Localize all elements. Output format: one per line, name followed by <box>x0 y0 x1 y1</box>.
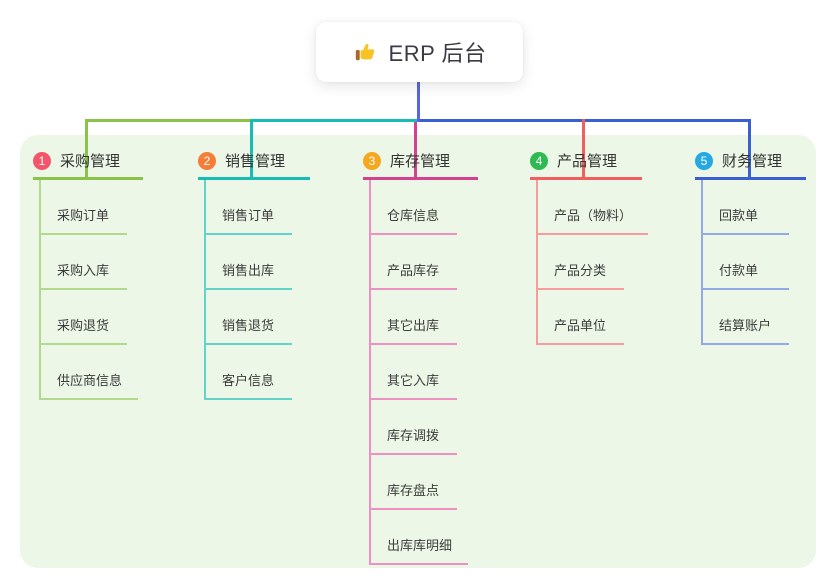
connector-bus-segment <box>250 119 417 122</box>
branch-label: 库存管理 <box>390 153 451 170</box>
branch-index-badge: 2 <box>198 151 216 170</box>
connector-branch-drop <box>85 119 88 180</box>
spine-line <box>39 180 41 400</box>
branch-child-label: 销售退货 <box>222 318 275 333</box>
branch-child-label: 产品单位 <box>554 318 607 333</box>
branch-child-node[interactable]: 结算账户 <box>701 290 789 345</box>
branch-child-node[interactable]: 付款单 <box>701 235 789 290</box>
branch-child-label: 供应商信息 <box>57 373 123 388</box>
branch-label: 产品管理 <box>557 153 618 170</box>
branch-header[interactable]: 1 采购管理 <box>33 150 143 180</box>
branch-child-node[interactable]: 销售出库 <box>204 235 292 290</box>
spine-line <box>536 180 538 345</box>
branch-child-node[interactable]: 采购订单 <box>39 180 127 235</box>
branch-child-node[interactable]: 产品分类 <box>536 235 624 290</box>
branch-child-node[interactable]: 回款单 <box>701 180 789 235</box>
branch-children: 销售订单销售出库销售退货客户信息 <box>204 180 310 400</box>
branch-child-label: 其它入库 <box>387 373 440 388</box>
branch-child-node[interactable]: 出库库明细 <box>369 510 469 565</box>
branch-item: 2 销售管理销售订单销售出库销售退货客户信息 <box>198 150 310 400</box>
branch-item: 5 财务管理回款单付款单结算账户 <box>695 150 806 345</box>
branch-child-label: 产品库存 <box>387 263 440 278</box>
connector-root-drop <box>417 82 420 122</box>
thumbs-up-icon <box>353 39 379 65</box>
branch-index-badge: 4 <box>530 151 548 170</box>
branch-child-node[interactable]: 其它出库 <box>369 290 457 345</box>
branch-child-node[interactable]: 销售退货 <box>204 290 292 345</box>
branch-index-badge: 3 <box>363 151 381 170</box>
connector-branch-drop <box>582 119 585 180</box>
branch-child-node[interactable]: 产品单位 <box>536 290 624 345</box>
branch-children: 产品（物料） 产品分类产品单位 <box>536 180 649 345</box>
spine-line <box>701 180 703 345</box>
branch-child-label: 其它出库 <box>387 318 440 333</box>
branch-header[interactable]: 4 产品管理 <box>530 150 642 180</box>
branch-index-badge: 1 <box>33 151 51 170</box>
connector-bus-segment <box>85 119 253 122</box>
branch-child-node[interactable]: 采购入库 <box>39 235 127 290</box>
branch-child-label: 产品（物料） <box>554 208 633 223</box>
branch-label: 采购管理 <box>60 153 121 170</box>
branch-child-label: 采购入库 <box>57 263 110 278</box>
branch-child-node[interactable]: 客户信息 <box>204 345 292 400</box>
branch-child-label: 销售订单 <box>222 208 275 223</box>
branch-header[interactable]: 3 库存管理 <box>363 150 478 180</box>
branch-child-label: 结算账户 <box>719 318 772 333</box>
branch-children: 采购订单采购入库采购退货供应商信息 <box>39 180 143 400</box>
branch-item: 4 产品管理产品（物料） 产品分类产品单位 <box>530 150 649 345</box>
branch-child-label: 库存盘点 <box>387 483 440 498</box>
branch-child-node[interactable]: 库存调拨 <box>369 400 457 455</box>
branch-item: 1 采购管理采购订单采购入库采购退货供应商信息 <box>33 150 143 400</box>
branch-child-label: 销售出库 <box>222 263 275 278</box>
branch-child-label: 回款单 <box>719 208 759 223</box>
root-node[interactable]: ERP 后台 <box>316 22 523 82</box>
branch-child-label: 仓库信息 <box>387 208 440 223</box>
branch-child-node[interactable]: 库存盘点 <box>369 455 457 510</box>
branch-child-label: 库存调拨 <box>387 428 440 443</box>
connector-branch-drop <box>748 119 751 180</box>
branch-label: 销售管理 <box>225 153 286 170</box>
branch-child-node[interactable]: 采购退货 <box>39 290 127 345</box>
branch-child-label: 付款单 <box>719 263 759 278</box>
branch-child-label: 采购订单 <box>57 208 110 223</box>
branch-child-label: 产品分类 <box>554 263 607 278</box>
branch-header[interactable]: 5 财务管理 <box>695 150 806 180</box>
branch-index-badge: 5 <box>695 151 713 170</box>
branches-background-panel <box>20 135 816 568</box>
spine-line <box>369 180 371 565</box>
branch-child-node[interactable]: 其它入库 <box>369 345 457 400</box>
root-node-title: ERP 后台 <box>388 41 487 66</box>
branch-label: 财务管理 <box>722 153 783 170</box>
spine-line <box>204 180 206 400</box>
branch-child-node[interactable]: 产品库存 <box>369 235 457 290</box>
branch-child-node[interactable]: 产品（物料） <box>536 180 649 235</box>
branch-child-node[interactable]: 仓库信息 <box>369 180 457 235</box>
connector-branch-drop <box>414 122 417 180</box>
branch-child-node[interactable]: 销售订单 <box>204 180 292 235</box>
branch-header[interactable]: 2 销售管理 <box>198 150 310 180</box>
branch-children: 仓库信息产品库存其它出库其它入库库存调拨库存盘点出库库明细 <box>369 180 478 565</box>
branch-child-node[interactable]: 供应商信息 <box>39 345 139 400</box>
branch-children: 回款单付款单结算账户 <box>701 180 806 345</box>
branch-child-label: 客户信息 <box>222 373 275 388</box>
branch-child-label: 采购退货 <box>57 318 110 333</box>
branch-child-label: 出库库明细 <box>387 538 453 553</box>
connector-branch-drop <box>250 119 253 180</box>
branch-item: 3 库存管理仓库信息产品库存其它出库其它入库库存调拨库存盘点出库库明细 <box>363 150 478 565</box>
